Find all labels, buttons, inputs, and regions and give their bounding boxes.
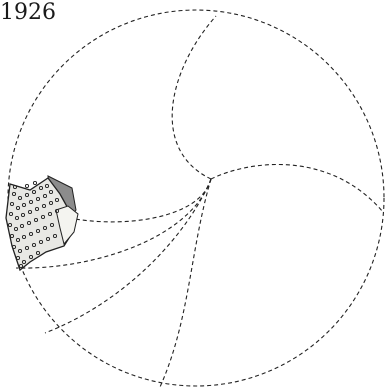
surviving-fragment [6,176,78,270]
swirl-segment-top [172,16,216,179]
swirl-segment-right [211,164,383,212]
swirl-segment-left [70,179,211,222]
swirl-segment-lower-right [160,179,211,387]
